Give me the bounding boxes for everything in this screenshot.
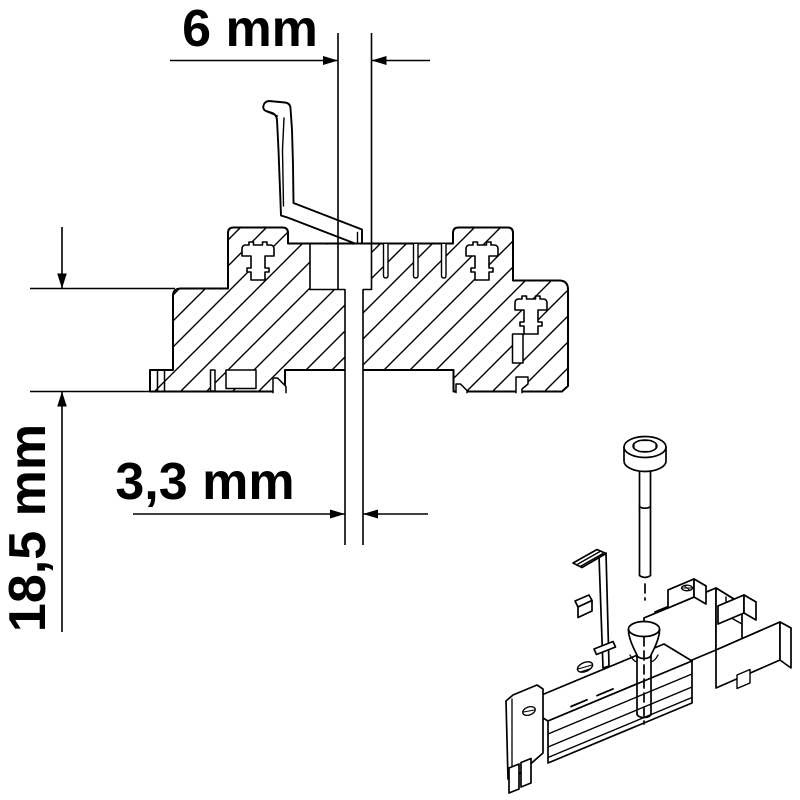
lever-collar: [593, 640, 617, 656]
section-view: [149, 100, 569, 394]
arrowhead: [323, 56, 338, 65]
release-lever-section: [262, 100, 363, 245]
cut-layer-lines: [547, 673, 693, 759]
guide-tube: [636, 654, 652, 715]
funnel-rim: [627, 620, 661, 638]
screw-slot-detail: [576, 661, 594, 673]
lever-catch: [574, 594, 593, 619]
extension-lines-18-5mm: [30, 287, 175, 393]
isometric-view: [505, 435, 792, 794]
dimension-18-5mm-label: 18,5 mm: [0, 424, 57, 632]
t-slot-right: [465, 241, 499, 281]
t-slot-lower-right: [511, 295, 548, 394]
dimension-18-5mm: [30, 227, 175, 632]
wing-notch: [736, 668, 751, 690]
vent-slots: [382, 243, 447, 279]
rail-wing-right: [715, 621, 792, 690]
dimension-3-3mm-label: 3,3 mm: [115, 453, 294, 511]
screw-slot-detail: [522, 705, 536, 717]
din-block-small-2: [717, 594, 757, 625]
foot-details: [156, 369, 468, 394]
screw-shaft: [638, 462, 652, 579]
arrowhead: [330, 509, 345, 519]
arrowhead: [57, 273, 67, 289]
dimension-6mm-label: 6 mm: [182, 0, 318, 58]
surface-marks: [570, 688, 614, 708]
din-block-small-1: [667, 578, 707, 609]
arrowhead: [363, 509, 378, 519]
dimension-6mm: [170, 33, 430, 290]
mounting-feet: [508, 757, 532, 794]
extension-lines-3-3mm: [344, 290, 364, 545]
arrowhead: [371, 56, 387, 65]
mounting-screw: [623, 435, 667, 601]
release-lever-iso: [572, 548, 617, 669]
t-slot-left: [241, 241, 275, 281]
lever-hook: [572, 548, 607, 569]
dimension-3-3mm: [133, 290, 428, 545]
arrowhead: [57, 391, 67, 407]
funnel-guide: [627, 620, 661, 725]
extension-lines-6mm: [337, 33, 373, 290]
screw-head: [623, 435, 667, 473]
screw-channel: [309, 243, 372, 393]
